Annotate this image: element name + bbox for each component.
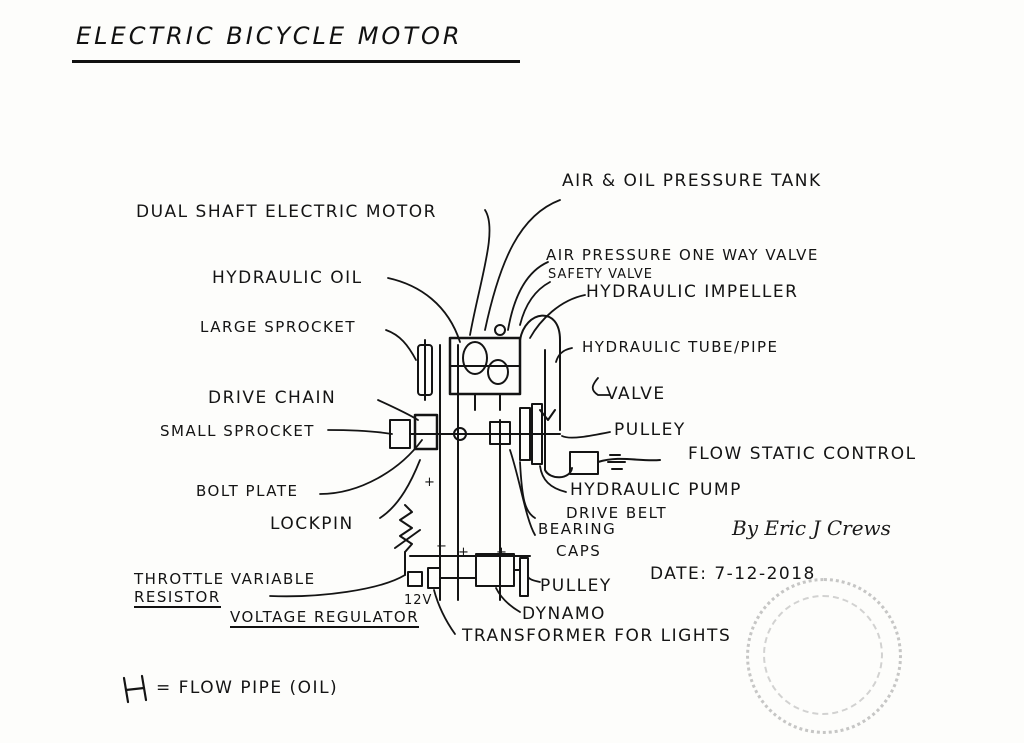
leader-lines: [269, 199, 611, 635]
label-large-sprocket: LARGE SPROCKET: [200, 318, 356, 336]
frame-lines: [439, 344, 501, 601]
label-pulley-bottom: PULLEY: [540, 576, 612, 596]
label-valve: VALVE: [606, 384, 666, 404]
label-hydraulic-oil: HYDRAULIC OIL: [212, 268, 363, 288]
label-pulley-top: PULLEY: [614, 420, 686, 440]
sign-plus-1: +: [424, 475, 436, 490]
hydraulic-pump-shape: [544, 429, 661, 479]
label-hydraulic-pump: HYDRAULIC PUMP: [570, 480, 742, 500]
label-dynamo: DYNAMO: [522, 604, 606, 624]
label-air-pressure-valve: AIR PRESSURE ONE WAY VALVE: [546, 246, 819, 264]
large-sprocket-shape: [417, 339, 433, 401]
label-small-sprocket: SMALL SPROCKET: [160, 422, 315, 440]
label-date: DATE: 7-12-2018: [650, 564, 816, 584]
motor-body-shape: [448, 336, 522, 411]
lower-assembly-shape: [394, 504, 531, 597]
sign-plus-2: +: [458, 545, 470, 560]
label-caps: CAPS: [556, 542, 602, 560]
pressure-tank-shape: [494, 314, 561, 431]
label-dual-shaft-motor: DUAL SHAFT ELECTRIC MOTOR: [136, 202, 437, 222]
label-air-oil-tank: AIR & OIL PRESSURE TANK: [562, 171, 822, 191]
label-lockpin: LOCKPIN: [270, 514, 354, 534]
flow-pipe-legend-symbol: [122, 674, 148, 704]
signature: By Eric J Crews: [732, 516, 891, 540]
label-drive-belt: DRIVE BELT: [566, 504, 668, 522]
page-title: ELECTRIC BICYCLE MOTOR: [76, 22, 463, 50]
title-underline: [72, 60, 520, 63]
label-transformer: TRANSFORMER FOR LIGHTS: [462, 626, 732, 646]
label-throttle: THROTTLE VARIABLE: [134, 570, 316, 588]
sign-minus-1: −: [436, 539, 448, 554]
label-safety-valve: SAFETY VALVE: [548, 267, 653, 282]
label-voltage-regulator: VOLTAGE REGULATOR: [230, 608, 420, 628]
label-12v: 12V: [404, 593, 433, 608]
label-legend: = FLOW PIPE (OIL): [156, 678, 339, 698]
label-hydraulic-impeller: HYDRAULIC IMPELLER: [586, 282, 799, 302]
label-bearing: BEARING: [538, 520, 617, 538]
label-drive-chain: DRIVE CHAIN: [208, 388, 337, 408]
label-bolt-plate: BOLT PLATE: [196, 482, 299, 500]
label-hydraulic-tube: HYDRAULIC TUBE/PIPE: [582, 338, 779, 356]
small-sprocket-shape: [389, 403, 561, 465]
seal-stamp: [746, 578, 902, 734]
label-flow-static-control: FLOW STATIC CONTROL: [688, 444, 917, 464]
sign-plus-3: +: [496, 545, 508, 560]
label-resistor: RESISTOR: [134, 588, 221, 608]
